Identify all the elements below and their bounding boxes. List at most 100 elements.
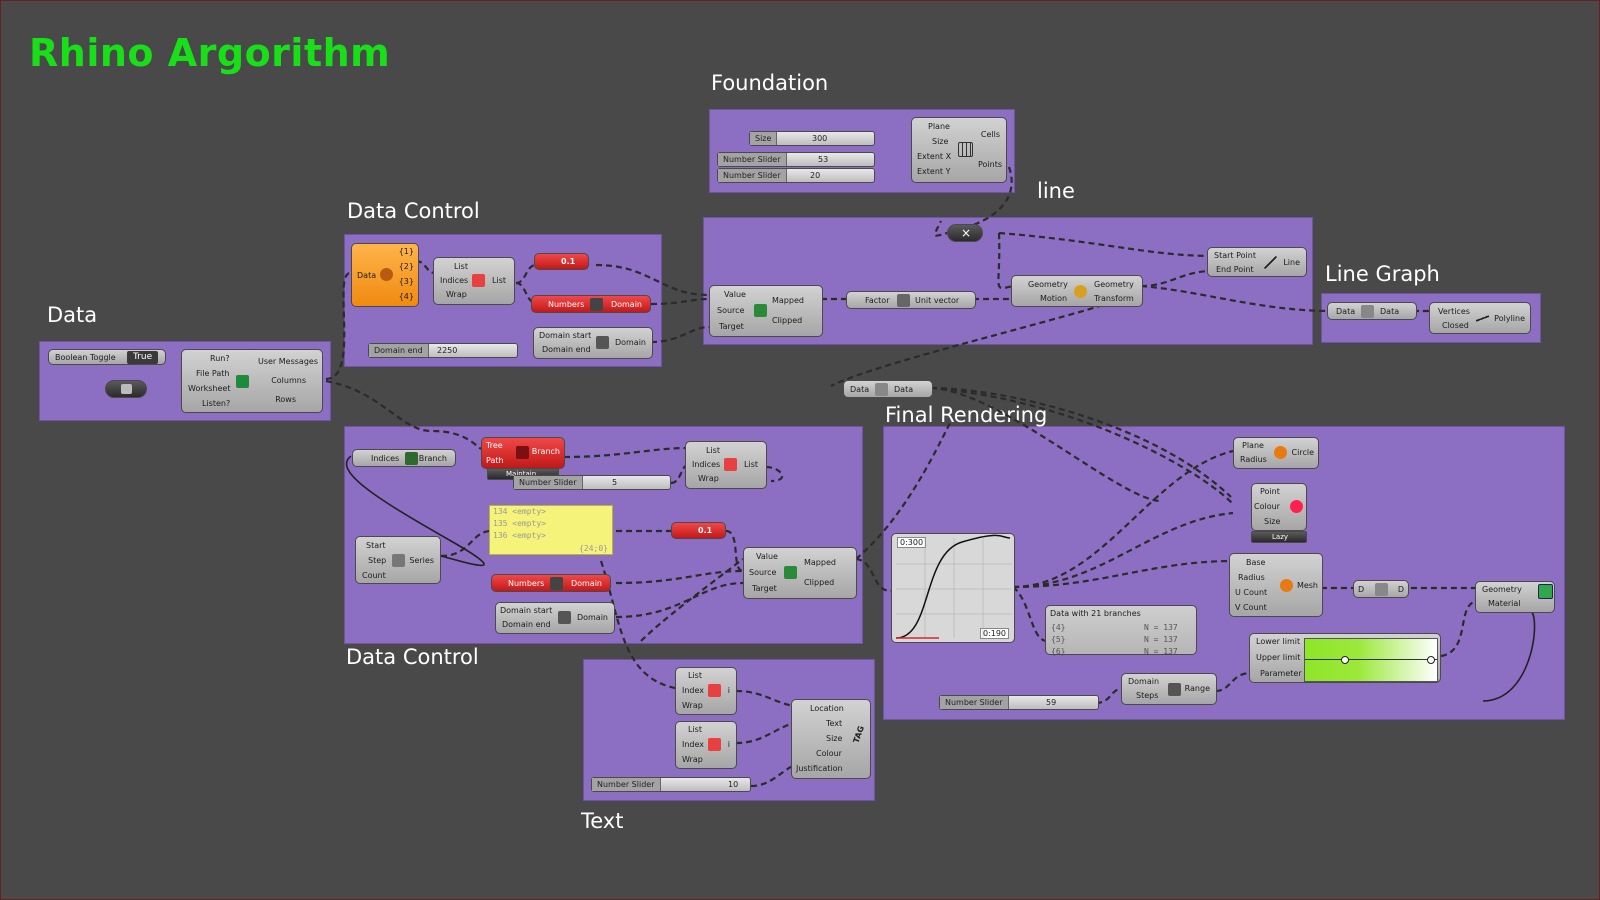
move-component[interactable]: Geometry Motion Geometry Transform [1011,275,1143,307]
number-slider-59[interactable]: Number Slider 59 [939,695,1099,710]
remap-numbers-component[interactable]: Value Source Target Mapped Clipped [709,285,823,337]
wire [1140,269,1214,288]
slider-label: Number Slider [940,696,1009,709]
slider-value: 53 [818,155,829,164]
panel-empty[interactable]: 134 <empty> 135 <empty> 136 <empty> {24;… [489,505,613,555]
subtraction-operator[interactable]: × [947,224,983,242]
input-path: Path [486,456,504,465]
construct-domain-component[interactable]: Domain start Domain end Domain [533,327,653,359]
toggle-value[interactable]: True [127,351,159,364]
input-lower-limit: Lower limit [1256,637,1301,646]
number-slider-53[interactable]: Number Slider 53 [717,152,875,167]
wire [1482,610,1536,702]
number-slider-5[interactable]: Number Slider 5 [513,475,671,490]
move-icon [1074,285,1087,298]
tag-icon: TAG [851,724,867,745]
number-slider-20[interactable]: Number Slider 20 [717,168,875,183]
data-relay-component[interactable]: Data Data [843,380,933,398]
input-closed: Closed [1442,321,1469,330]
list-item-icon [708,738,721,751]
data-relay-component[interactable]: Data Data [1327,302,1417,320]
circle-component[interactable]: Plane Radius Circle [1233,437,1319,469]
panel-row-path: {6} [1051,647,1066,656]
grid-icon [958,142,973,157]
rectangular-grid-component[interactable]: Plane Size Extent X Extent Y Cells Point… [911,117,1007,183]
output-polyline: Polyline [1494,314,1525,323]
boolean-toggle[interactable]: Boolean Toggle True [48,349,166,365]
sphere-icon [1280,579,1293,592]
gradient-handle[interactable] [1341,656,1349,664]
group-data-control-bottom-label: Data Control [346,645,479,669]
bounds-component[interactable]: Numbers Domain [531,295,651,313]
maintain-label: Maintain [506,470,537,478]
tree-icon [380,268,393,281]
wire [1012,511,1234,589]
bounds-icon [590,298,603,311]
gradient-bar[interactable] [1304,638,1438,682]
input-data: Data [850,385,870,394]
input-domain-end: Domain end [542,345,591,354]
output-mapped: Mapped [772,296,804,305]
custom-preview-component[interactable]: Geometry Material [1475,581,1555,613]
input-point: Point [1260,487,1280,496]
wire [650,325,710,344]
gradient-handle[interactable] [1427,656,1435,664]
explode-tree-component[interactable]: Data {1} {2} {3} {4} [351,243,419,307]
size-slider[interactable]: Size 300 [749,131,875,146]
number-slider-10[interactable]: Number Slider 10 [591,777,751,792]
slider-value: 20 [810,171,821,180]
output-geometry: Geometry [1094,280,1134,289]
input-v-count: V Count [1235,603,1267,612]
list-item-component[interactable]: List Index Wrap i [675,667,737,715]
remap-numbers-component[interactable]: Value Source Target Mapped Clipped [743,547,857,599]
domain-end-slider[interactable]: Domain end 2250 [368,343,518,358]
text-tag-component[interactable]: Location Text Size Colour Justification … [791,699,871,779]
wire [440,529,492,558]
list-item-component[interactable]: List Index Wrap i [675,721,737,769]
file-path-param[interactable] [105,380,147,398]
input-end-point: End Point [1216,265,1254,274]
slider-value: 2250 [437,346,458,355]
list-item-component[interactable]: List Indices Wrap List [685,441,767,489]
data-relay-d[interactable]: D D [1353,580,1409,598]
graph-mapper-component[interactable]: 0:300 0:190 [891,533,1015,643]
line-component[interactable]: Start Point End Point Line [1207,247,1307,277]
excel-reader-component[interactable]: Run? File Path Worksheet Listen? User Me… [181,349,323,413]
number-param-01[interactable]: 0.1 [671,522,726,539]
unit-vector-component[interactable]: Factor Unit vector [846,291,976,309]
slider-label: Number Slider [718,153,787,166]
bounds-component[interactable]: Numbers Domain [491,574,611,592]
input-size: Size [932,137,949,146]
toggle-label: Boolean Toggle [55,353,116,362]
panel-title: Data with 21 branches [1050,609,1141,618]
cull-icon [724,458,737,471]
output-clipped: Clipped [804,578,835,587]
slider-label: Number Slider [592,778,661,791]
graph-curve[interactable] [892,534,1016,644]
series-component[interactable]: Start Step Count Series [355,536,441,584]
graph-top-label: 0:300 [897,537,927,548]
input-motion: Motion [1040,294,1068,303]
range-icon [1168,683,1181,696]
point-preview-component[interactable]: Point Colour Size [1251,483,1307,531]
output-line: Line [1283,258,1300,267]
panel-row-path: {4} [1051,623,1066,632]
input-u-count: U Count [1235,588,1268,597]
polyline-component[interactable]: Vertices Closed Polyline [1429,302,1531,334]
input-numbers: Numbers [548,300,585,309]
mesh-sphere-component[interactable]: Base Radius U Count V Count Mesh [1229,553,1323,617]
input-wrap: Wrap [682,701,703,710]
tree-branch-red-component[interactable]: Tree Path Branch [481,437,565,469]
tree-branch-component[interactable]: Indices Branch [352,449,456,467]
construct-domain-component[interactable]: Domain start Domain end Domain [495,602,615,634]
gradient-component[interactable]: Lower limit Upper limit Parameter [1249,633,1441,683]
input-radius: Radius [1240,455,1267,464]
group-data-control-top-label: Data Control [347,199,480,223]
input-source: Source [749,568,777,577]
list-item-component[interactable]: List Indices Wrap List [433,257,515,305]
number-param-01[interactable]: 0.1 [534,253,589,270]
range-component[interactable]: Domain Steps Range [1121,673,1217,705]
output-mesh: Mesh [1296,581,1318,590]
data-panel-21-branches[interactable]: Data with 21 branches {4} N = 137 {5} N … [1045,605,1197,656]
